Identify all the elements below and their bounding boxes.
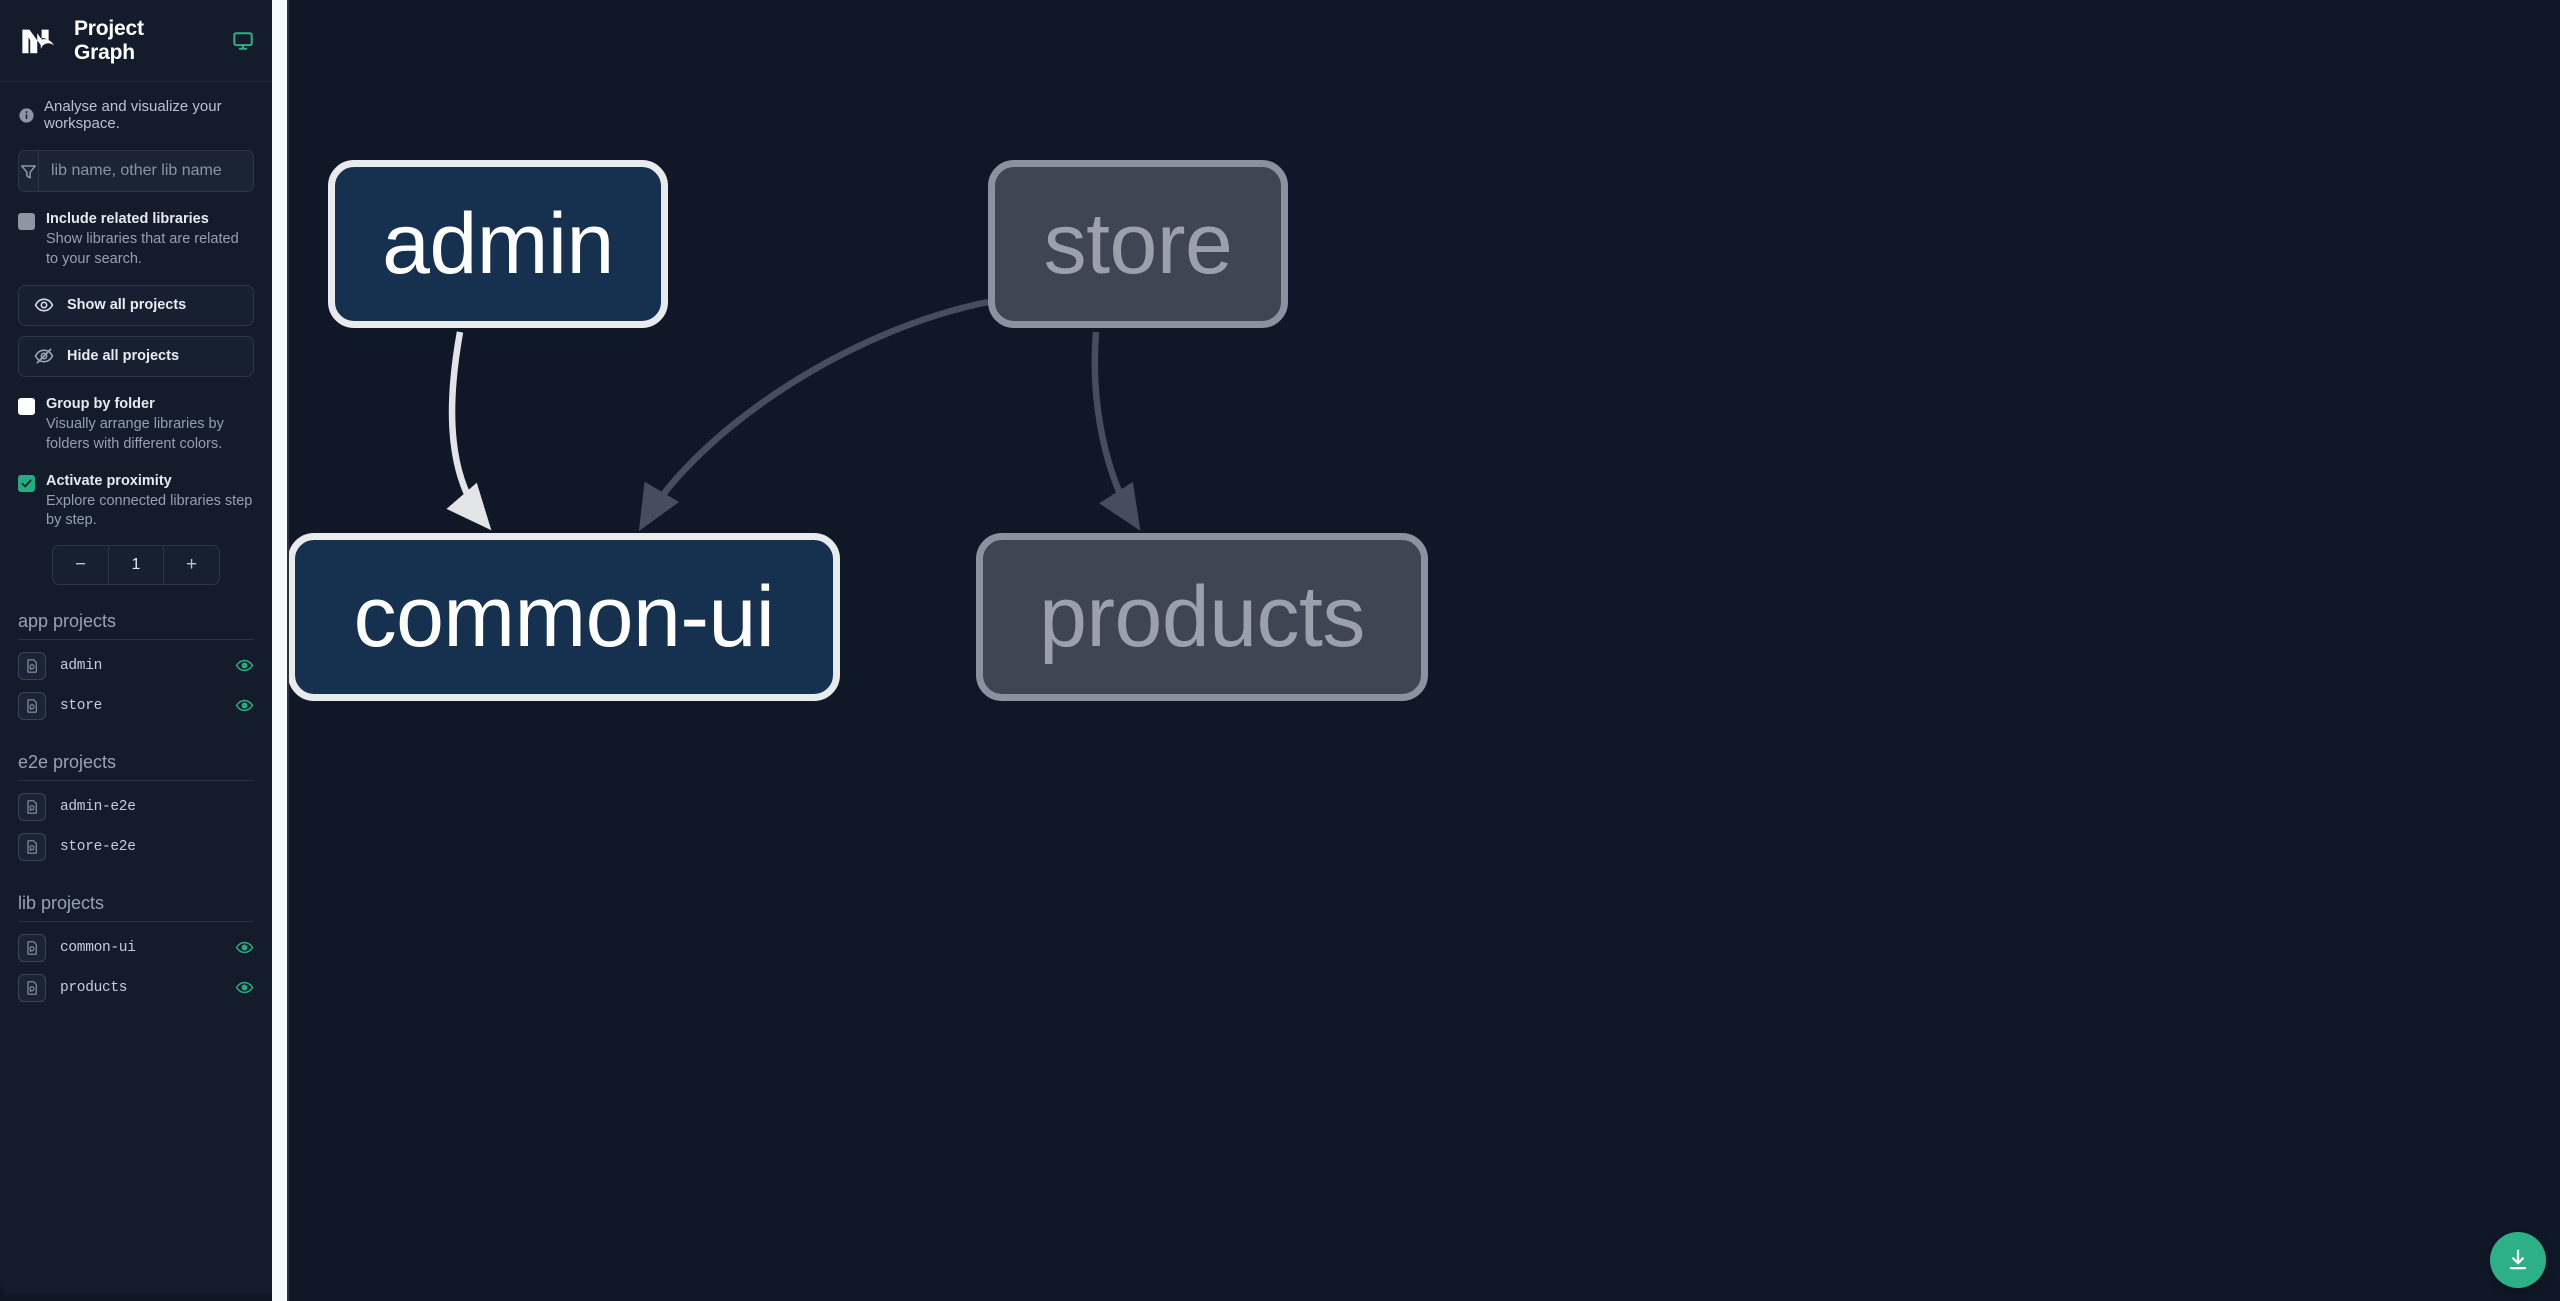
project-name: store-e2e xyxy=(60,838,136,855)
graph-node-label: common-ui xyxy=(353,568,775,665)
search-input[interactable] xyxy=(39,151,253,191)
graph-canvas[interactable]: admin store common-ui products xyxy=(288,0,2560,1301)
project-file-icon xyxy=(18,973,46,1002)
edge-store-to-common-ui xyxy=(638,298,989,532)
project-file-icon xyxy=(18,691,46,720)
project-name: store xyxy=(60,697,103,714)
option-group-by-folder[interactable]: Group by folder Visually arrange librari… xyxy=(0,377,272,454)
group-app-projects: app projects admin xyxy=(0,585,272,726)
project-visibility-eye-icon[interactable] xyxy=(235,978,254,997)
funnel-icon[interactable] xyxy=(19,151,39,191)
hide-all-projects-button[interactable]: Hide all projects xyxy=(18,335,254,377)
project-name: common-ui xyxy=(60,939,136,956)
project-row-store[interactable]: store xyxy=(18,686,254,726)
show-all-projects-button[interactable]: Show all projects xyxy=(18,284,254,326)
option-description: Visually arrange libraries by folders wi… xyxy=(46,416,224,452)
sidebar-action-buttons: Show all projects Hide all projects xyxy=(0,269,272,377)
sidebar-divider-edge xyxy=(287,0,289,1301)
checkbox-group-by-folder[interactable] xyxy=(18,397,35,415)
project-file-icon xyxy=(18,792,46,821)
project-row-admin-e2e[interactable]: admin-e2e xyxy=(18,787,254,827)
monitor-icon[interactable] xyxy=(232,30,254,52)
graph-node-store[interactable]: store xyxy=(988,160,1288,328)
group-heading: app projects xyxy=(18,585,254,640)
project-row-common-ui[interactable]: common-ui xyxy=(18,928,254,968)
project-file-icon xyxy=(18,933,46,962)
eye-icon xyxy=(34,298,54,313)
sidebar-resize-handle[interactable] xyxy=(272,0,288,1301)
project-file-icon xyxy=(18,651,46,680)
group-heading: lib projects xyxy=(18,867,254,922)
checkbox-include-related-libraries[interactable] xyxy=(18,213,35,230)
option-title: Group by folder xyxy=(46,395,155,412)
project-file-icon xyxy=(18,832,46,861)
project-name: products xyxy=(60,979,128,996)
eye-off-icon xyxy=(34,348,54,365)
graph-node-label: products xyxy=(1039,568,1365,665)
option-title: Activate proximity xyxy=(46,472,172,489)
graph-node-admin[interactable]: admin xyxy=(328,160,668,328)
group-heading: e2e projects xyxy=(18,726,254,781)
project-visibility-eye-icon[interactable] xyxy=(235,696,254,715)
sidebar-header: Project Graph xyxy=(0,0,272,82)
option-description: Explore connected libraries step by step… xyxy=(46,493,253,529)
tagline-text: Analyse and visualize your workspace. xyxy=(44,98,222,132)
project-row-products[interactable]: products xyxy=(18,968,254,1008)
search-box[interactable] xyxy=(18,150,254,192)
graph-node-products[interactable]: products xyxy=(976,533,1428,701)
sidebar: Project Graph Analyse and visualize your… xyxy=(0,0,272,1295)
page-title: Project Graph xyxy=(74,16,144,64)
project-row-admin[interactable]: admin xyxy=(18,646,254,686)
option-activate-proximity[interactable]: Activate proximity Explore connected lib… xyxy=(0,454,272,531)
graph-node-label: admin xyxy=(382,195,614,292)
proximity-increment-button[interactable]: + xyxy=(164,545,219,584)
check-icon xyxy=(21,479,32,488)
project-row-store-e2e[interactable]: store-e2e xyxy=(18,827,254,867)
project-name: admin-e2e xyxy=(60,798,136,815)
proximity-value: 1 xyxy=(108,545,164,584)
edge-store-to-products xyxy=(1091,331,1141,531)
download-icon xyxy=(2509,1249,2527,1270)
group-e2e-projects: e2e projects admin-e2e xyxy=(0,726,272,867)
option-title: Include related libraries xyxy=(46,211,209,227)
download-graph-button[interactable] xyxy=(2490,1232,2546,1288)
button-label: Hide all projects xyxy=(67,348,180,365)
sidebar-tagline: Analyse and visualize your workspace. xyxy=(0,82,272,144)
project-name: admin xyxy=(60,657,103,674)
group-lib-projects: lib projects common-ui xyxy=(0,867,272,1008)
info-icon xyxy=(18,107,35,124)
proximity-stepper: − 1 + xyxy=(0,531,272,585)
project-visibility-eye-icon[interactable] xyxy=(235,938,254,957)
graph-node-label: store xyxy=(1043,195,1233,292)
graph-node-common-ui[interactable]: common-ui xyxy=(288,533,840,701)
nx-logo-icon xyxy=(18,20,60,62)
button-label: Show all projects xyxy=(67,297,187,314)
graph-edges-layer xyxy=(446,298,1141,532)
option-include-related-libraries[interactable]: Include related libraries Show libraries… xyxy=(0,192,272,269)
edge-admin-to-common-ui xyxy=(446,331,492,531)
option-description: Show libraries that are related to your … xyxy=(46,231,239,267)
search-section xyxy=(0,144,272,192)
proximity-decrement-button[interactable]: − xyxy=(53,545,108,584)
checkbox-activate-proximity[interactable] xyxy=(18,474,35,492)
project-visibility-eye-icon[interactable] xyxy=(235,656,254,675)
